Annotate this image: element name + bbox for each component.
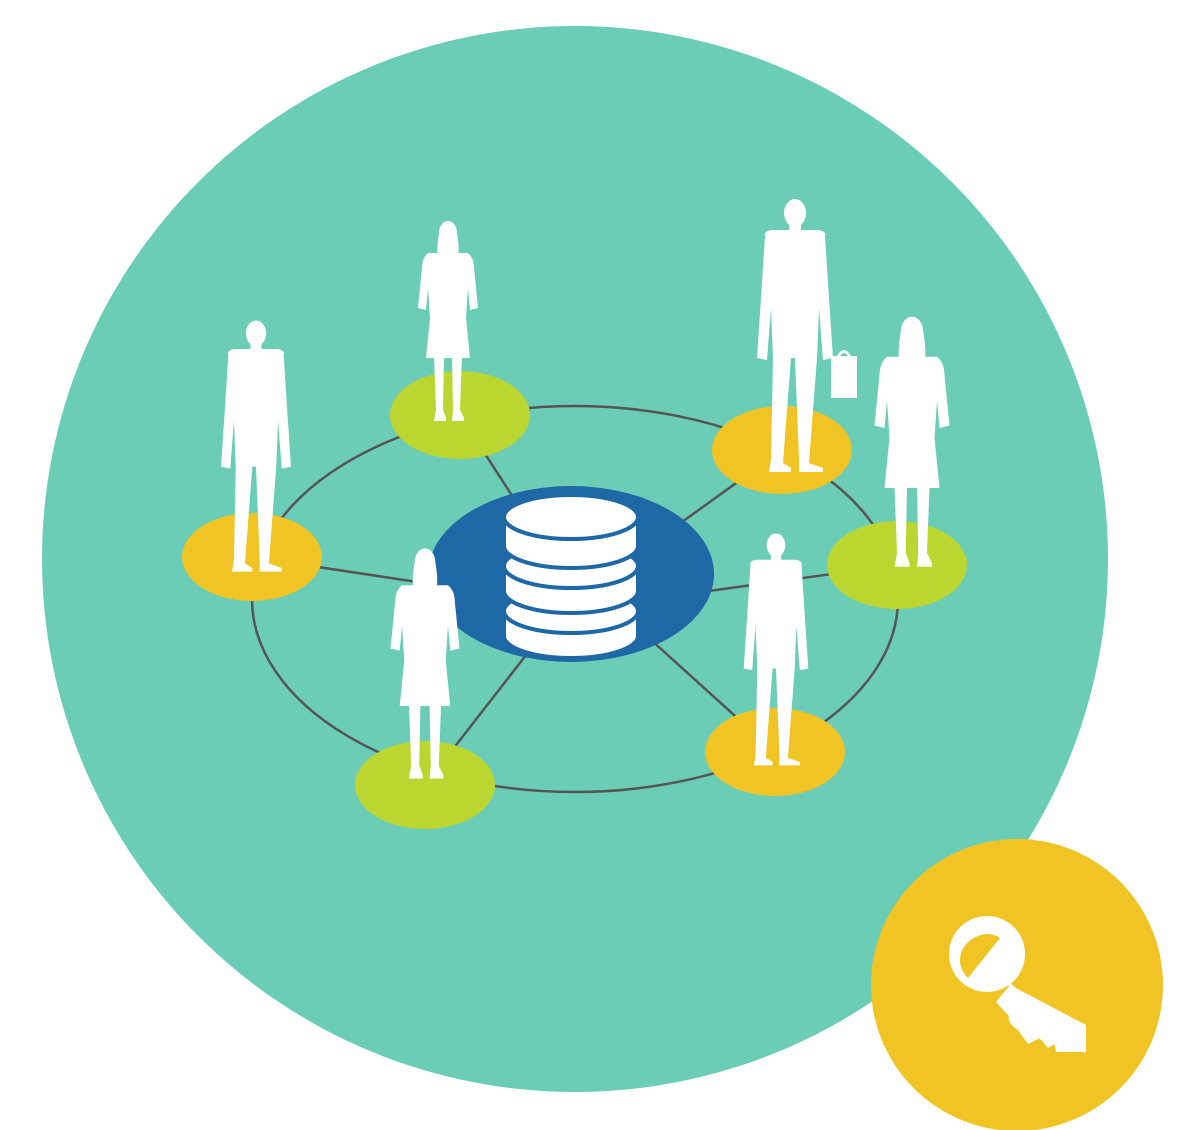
hub — [428, 486, 714, 662]
key-hole — [960, 934, 1000, 978]
node-bottom-left — [355, 741, 495, 829]
node-left — [182, 513, 322, 601]
key-badge — [871, 839, 1163, 1130]
database-icon — [502, 493, 640, 660]
node-bottom-right — [705, 708, 845, 796]
